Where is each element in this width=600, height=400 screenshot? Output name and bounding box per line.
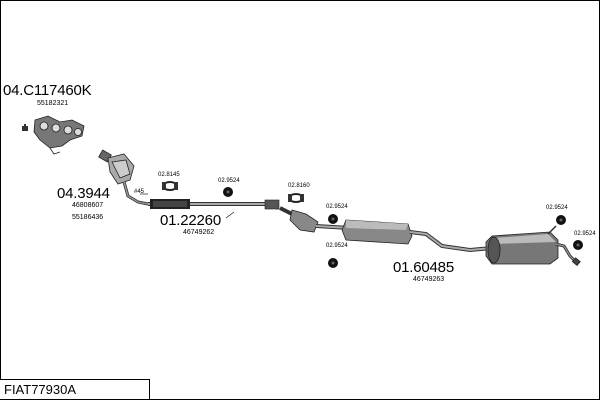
bolt-icon [22,124,28,131]
part-ref-manifold: 55182321 [37,100,69,107]
rear-silencer-icon [485,225,581,267]
exhaust-manifold-icon [33,115,85,155]
fitting-code: 02.9524 [326,243,348,249]
part-ref-front-pipe-2: 55186436 [72,214,104,221]
fitting-code: 02.9524 [574,231,596,237]
clamp-icon [288,193,304,203]
front-pipe-note: #45 [134,189,145,195]
rubber-hanger-icon [573,240,583,250]
rubber-hanger-icon [328,214,338,224]
fitting-code: 02.8145 [158,172,180,178]
rubber-hanger-icon [328,258,338,268]
part-code-rear-silencer: 01.60485 [393,259,454,276]
fitting-code: 02.8160 [288,183,310,189]
diagram-code-box: FIAT77930A [0,379,150,399]
rubber-hanger-icon [223,187,233,197]
part-code-manifold: 04.C117460K [3,82,92,99]
part-ref-front-pipe-1: 46808607 [72,202,104,209]
leader-lines [140,193,235,219]
tail-pipe-icon [409,230,493,253]
diagram-code: FIAT77930A [4,382,77,397]
clamp-icon [162,181,178,191]
rubber-hanger-icon [556,215,566,225]
part-ref-middle-pipe: 46749262 [183,229,215,236]
pre-silencer-icon [279,206,413,245]
part-ref-rear-silencer: 46749263 [413,276,445,283]
fitting-code: 02.9524 [218,178,240,184]
part-code-middle-pipe: 01.22260 [160,212,221,229]
middle-pipe-icon [148,199,280,210]
fitting-code: 02.9524 [546,205,568,211]
fitting-code: 02.9524 [326,204,348,210]
part-code-front-pipe: 04.3944 [57,185,110,202]
catalytic-converter-icon [98,149,149,206]
